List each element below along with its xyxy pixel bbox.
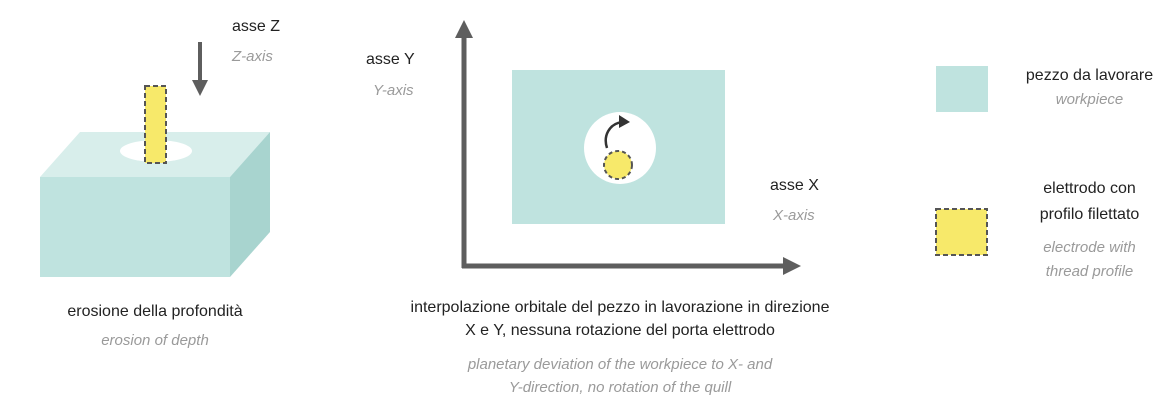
y-axis-arrow bbox=[455, 20, 473, 268]
orbit-arrow-icon bbox=[604, 115, 630, 149]
z-axis-sublabel: Z-axis bbox=[232, 48, 273, 65]
orbit-cavity bbox=[584, 112, 656, 184]
y-axis-sublabel: Y-axis bbox=[373, 82, 414, 99]
legend-electrode-sub-line2: thread profile bbox=[1045, 263, 1134, 280]
legend-electrode-label-line1: elettrodo con bbox=[1043, 180, 1136, 197]
z-axis-label: asse Z bbox=[232, 18, 281, 35]
left-caption: erosione della profondità bbox=[67, 303, 243, 320]
left-caption-sub: erosion of depth bbox=[101, 332, 209, 349]
workpiece-swatch bbox=[936, 66, 988, 112]
legend-workpiece-sub: workpiece bbox=[1055, 91, 1124, 108]
electrode-circle bbox=[603, 150, 633, 180]
x-axis-sublabel: X-axis bbox=[773, 207, 815, 224]
electrode-rod bbox=[144, 85, 167, 164]
x-axis-arrow bbox=[462, 257, 801, 275]
middle-caption-sub-line2: Y-direction, no rotation of the quill bbox=[508, 379, 732, 396]
middle-caption-line2: X e Y, nessuna rotazione del porta elett… bbox=[465, 322, 775, 339]
middle-caption-line1: interpolazione orbitale del pezzo in lav… bbox=[410, 299, 830, 316]
legend-electrode-label-line2: profilo filettato bbox=[1039, 206, 1140, 223]
x-axis-label: asse X bbox=[770, 177, 819, 194]
legend-electrode-sub-line1: electrode with bbox=[1043, 239, 1136, 256]
workpiece-block bbox=[40, 132, 270, 277]
y-axis-label: asse Y bbox=[366, 51, 415, 68]
legend-workpiece-label: pezzo da lavorare bbox=[1025, 67, 1154, 84]
z-axis-arrow bbox=[192, 42, 208, 96]
electrode-swatch bbox=[935, 208, 988, 256]
middle-caption-sub-line1: planetary deviation of the workpiece to … bbox=[467, 356, 773, 373]
